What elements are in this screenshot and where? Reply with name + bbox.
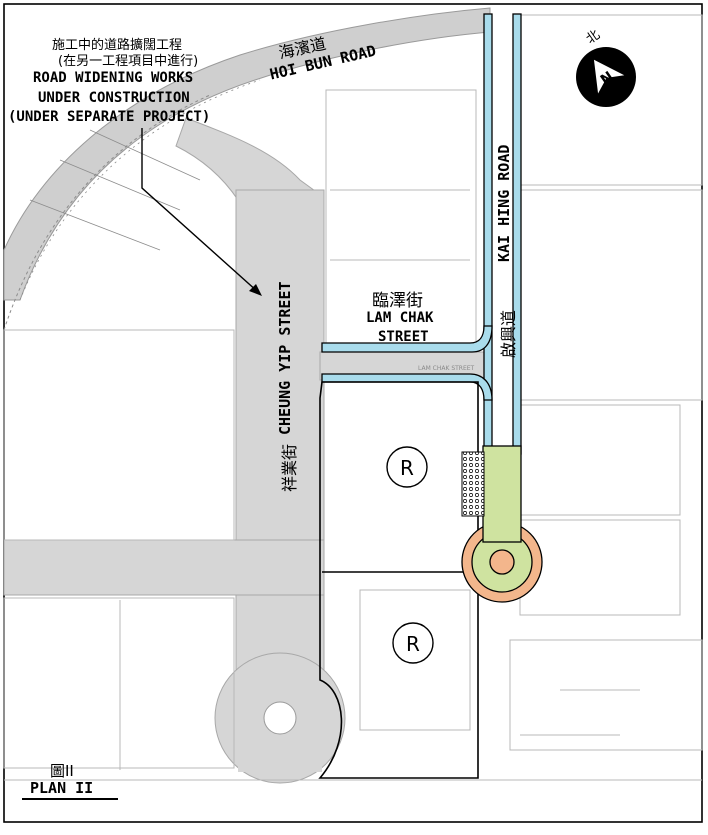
zone-marker: R bbox=[392, 622, 434, 664]
note-leader-line bbox=[141, 128, 259, 293]
cheung-yip-street-zh: 祥業街 bbox=[280, 443, 299, 492]
lam-chak-street-base-label: LAM CHAK STREET bbox=[418, 365, 475, 372]
plan-title-en: PLAN II bbox=[30, 779, 94, 797]
lam-chak-street-zh: 臨澤街 bbox=[372, 291, 423, 311]
base-map-roads bbox=[3, 117, 489, 784]
kai-hing-road bbox=[321, 13, 522, 455]
kai-hing-road-en: KAI HING ROAD bbox=[495, 144, 513, 262]
kai-hing-road-zh: 啟興道 bbox=[499, 309, 518, 358]
north-arrow-icon: N bbox=[576, 47, 636, 107]
site-boundary bbox=[318, 381, 479, 779]
stippled-area bbox=[461, 451, 485, 517]
turning-circle bbox=[461, 445, 543, 603]
zone-marker: R bbox=[386, 446, 428, 488]
note-en-line-1: ROAD WIDENING WORKS bbox=[33, 70, 194, 86]
plan-title-zh: 圖II bbox=[50, 762, 74, 780]
lam-chak-street-en-line-1: LAM CHAK bbox=[366, 310, 434, 326]
note-zh-line-2: (在另一工程項目中進行) bbox=[58, 54, 199, 69]
note-en-line-3: (UNDER SEPARATE PROJECT) bbox=[8, 109, 211, 125]
zone-marker-letter: R bbox=[400, 456, 414, 480]
zone-marker-letter: R bbox=[406, 632, 420, 656]
leader-arrow-icon bbox=[249, 284, 262, 296]
base-map-plot-lines bbox=[3, 14, 703, 781]
note-zh-line-1: 施工中的道路擴闊工程 bbox=[52, 38, 183, 53]
note-en-line-2: UNDER CONSTRUCTION bbox=[38, 90, 190, 106]
lam-chak-street-en-line-2: STREET bbox=[378, 329, 429, 345]
cheung-yip-street-en: CHEUNG YIP STREET bbox=[276, 281, 294, 435]
roundabout-island bbox=[263, 701, 297, 735]
